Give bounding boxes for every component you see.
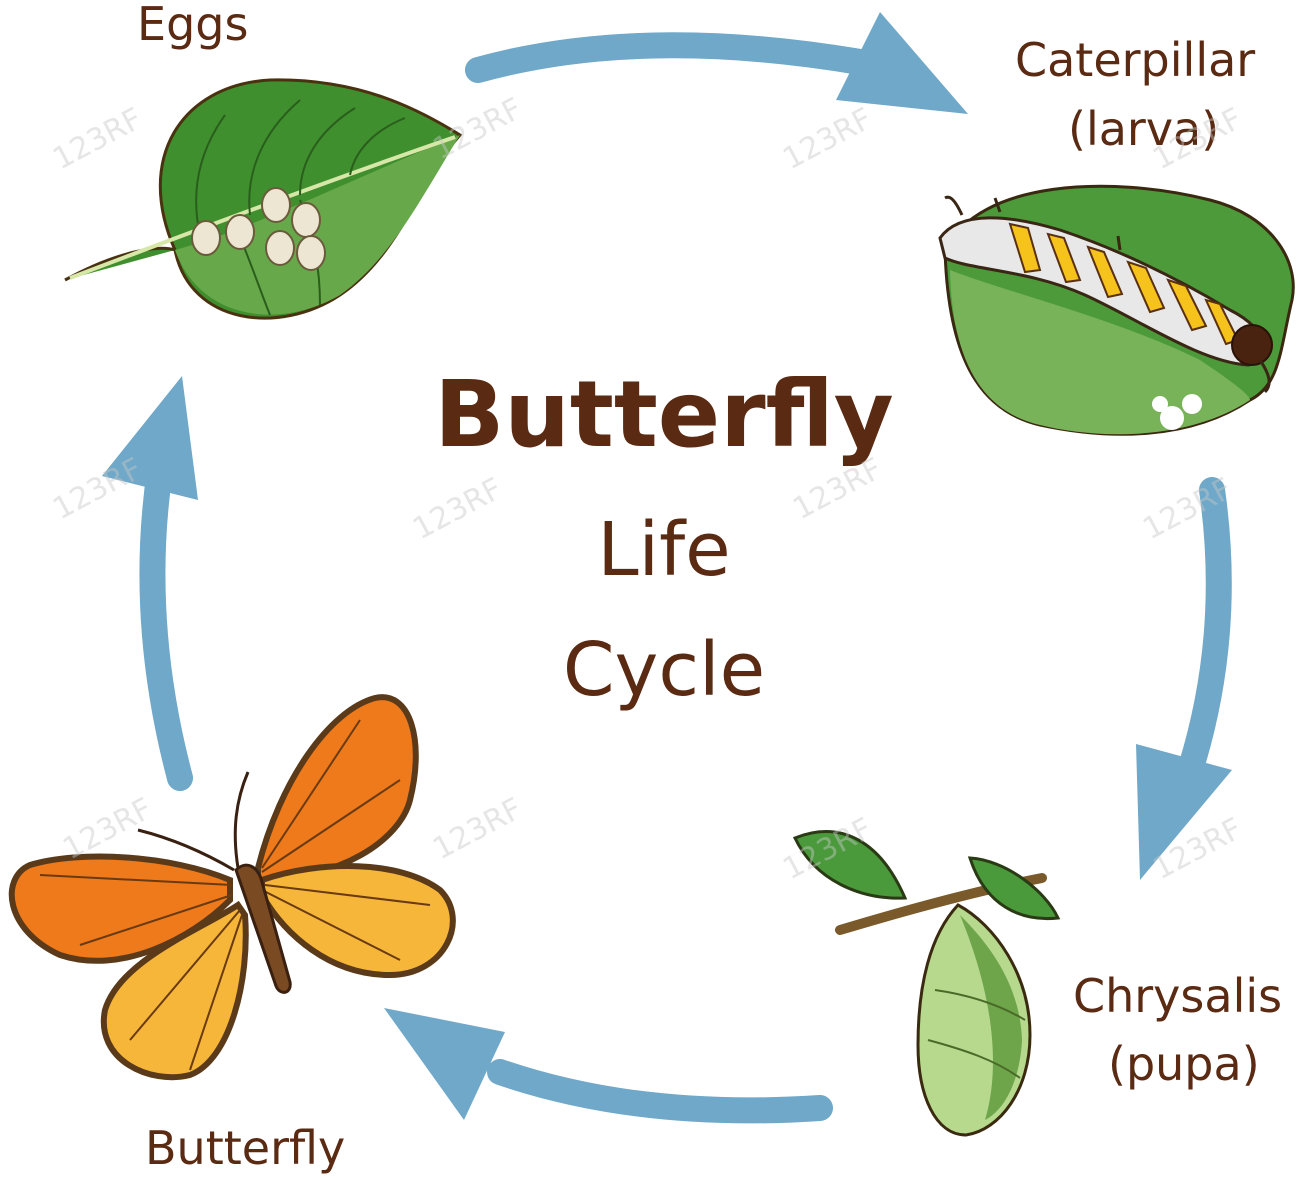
diagram-title: Butterfly Life Cycle [434, 361, 894, 713]
title-main: Butterfly [434, 361, 894, 468]
watermark: 123RF [777, 101, 878, 177]
butterfly-antennae [137, 771, 250, 872]
watermark: 123RF [407, 471, 508, 547]
arrow-butterfly-to-eggs [139, 457, 193, 791]
twig-leaf-right [967, 856, 1061, 921]
leaf-midrib [69, 135, 456, 280]
caterpillar-feelers [944, 195, 1271, 394]
egg-leaf-illustration [64, 78, 463, 320]
egg-cluster [191, 187, 326, 271]
watermark: 123RF [47, 101, 148, 177]
stage-labels: Eggs Caterpillar (larva) Chrysalis (pupa… [137, 0, 1282, 1175]
arrow-chrysalis-to-butterfly [487, 1059, 833, 1124]
caterpillar-stripes [1008, 222, 1240, 346]
wing-veins [39, 719, 431, 1071]
chrysalis-illustration [792, 830, 1061, 1137]
arrowhead-up [102, 376, 198, 500]
arrowhead-right [836, 12, 968, 114]
label-chrysalis: Chrysalis [1073, 969, 1282, 1023]
caterpillar-head [1231, 324, 1273, 366]
label-eggs: Eggs [137, 0, 248, 51]
caterpillar-illustration [938, 184, 1295, 436]
forewing-right [255, 694, 419, 884]
twig-leaf-left [792, 830, 908, 900]
title-line-life: Life [597, 507, 730, 593]
arrow-heads [102, 12, 1232, 1120]
title-line-cycle: Cycle [563, 627, 765, 713]
arrowhead-left [384, 1008, 505, 1120]
chrysalis-lines [927, 989, 1026, 1079]
caterpillar-leaf-light [950, 270, 1250, 435]
watermark: 123RF [427, 91, 528, 167]
label-butterfly-stage: Butterfly [145, 1121, 345, 1175]
arrowhead-down [1136, 744, 1232, 880]
arrow-eggs-to-caterpillar [465, 32, 873, 83]
arrow-caterpillar-to-chrysalis [1167, 477, 1232, 813]
label-pupa: (pupa) [1108, 1037, 1260, 1091]
label-caterpillar: Caterpillar [1015, 33, 1255, 87]
hindwing-right [259, 863, 456, 979]
watermark: 123RF [427, 791, 528, 867]
hindwing-left [100, 900, 249, 1081]
butterfly-body [234, 863, 292, 994]
butterfly-illustration [8, 694, 456, 1081]
leaf-bite-marks [1152, 394, 1202, 430]
label-larva: (larva) [1068, 102, 1219, 156]
watermark: 123RF [47, 451, 148, 527]
